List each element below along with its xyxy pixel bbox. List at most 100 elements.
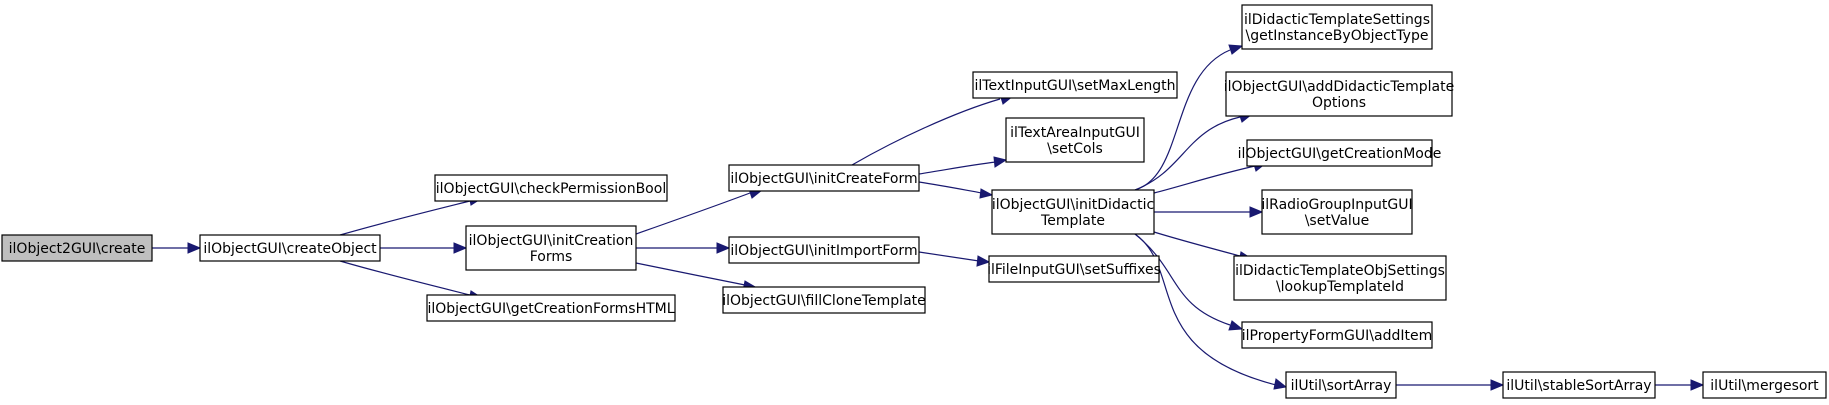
edge-line xyxy=(635,262,746,286)
node-label: \setValue xyxy=(1305,213,1370,229)
node-label: ilPropertyFormGUI\addItem xyxy=(1242,328,1432,344)
node-box xyxy=(1702,371,1827,399)
arrowhead-icon xyxy=(993,156,1008,168)
node-box xyxy=(1225,71,1453,117)
edge-line xyxy=(1134,116,1241,191)
arrowhead-icon xyxy=(453,242,468,254)
arrowhead-icon xyxy=(1228,320,1244,331)
node-label: Options xyxy=(1312,95,1366,111)
node-label: ilObjectGUI\getCreationFormsHTML xyxy=(427,301,674,317)
node-box xyxy=(1241,4,1433,50)
edge-line xyxy=(918,161,997,175)
node-box xyxy=(434,174,668,202)
edges-layer xyxy=(152,44,1705,391)
nodes-layer: ilObject2GUI\create ilObjectGUI\createObj… xyxy=(1,4,1827,399)
arrowhead-icon xyxy=(187,242,202,254)
arrowhead-icon xyxy=(1249,206,1264,218)
node-label: ilTextAreaInputGUI xyxy=(1010,125,1140,141)
node-label: ilObjectGUI\initCreateForm xyxy=(730,171,917,187)
node-box xyxy=(1,234,153,262)
edge-line xyxy=(1134,233,1277,386)
node-n8[interactable]: ilTextInputGUI\setMaxLength xyxy=(972,71,1178,99)
node-label: \getInstanceByObjectType xyxy=(1246,28,1429,44)
node-label: ilRadioGroupInputGUI xyxy=(1261,197,1412,213)
node-n9[interactable]: ilTextAreaInputGUI\setCols xyxy=(1005,117,1145,163)
edge-line xyxy=(1153,165,1256,194)
edge-n10-n15 xyxy=(1154,206,1264,218)
edge-line xyxy=(339,260,471,296)
edge-line xyxy=(851,98,1001,166)
edge-n5-n10 xyxy=(918,181,994,199)
node-label: ilObjectGUI\checkPermissionBool xyxy=(436,181,666,197)
node-label: Forms xyxy=(530,249,573,265)
node-box xyxy=(426,294,676,322)
node-box xyxy=(1261,189,1413,235)
edge-n3-n6 xyxy=(636,242,731,254)
node-box xyxy=(1005,117,1145,163)
node-label: ilObject2GUI\create xyxy=(9,241,146,257)
edge-line xyxy=(635,192,751,235)
node-label: \setCols xyxy=(1047,141,1103,157)
node-n7[interactable]: ilObjectGUI\fillCloneTemplate xyxy=(722,286,926,314)
node-label: ilObjectGUI\createObject xyxy=(203,241,377,257)
edge-n5-n9 xyxy=(918,156,1008,175)
arrowhead-icon xyxy=(979,188,994,199)
edge-line xyxy=(918,251,980,262)
edge-n5-n8 xyxy=(851,93,1015,166)
node-label: Template xyxy=(1040,213,1105,229)
node-box xyxy=(1285,371,1397,399)
edge-line xyxy=(918,181,983,194)
node-n4[interactable]: ilObjectGUI\getCreationFormsHTML xyxy=(426,294,676,322)
edge-n6-n11 xyxy=(918,251,991,267)
node-n5[interactable]: ilObjectGUI\initCreateForm xyxy=(728,164,920,192)
arrowhead-icon xyxy=(1490,379,1505,391)
node-n15[interactable]: ilRadioGroupInputGUI\setValue xyxy=(1261,189,1413,235)
node-n19[interactable]: ilUtil\stableSortArray xyxy=(1502,371,1656,399)
node-label: ilUtil\mergesort xyxy=(1710,378,1819,394)
node-n11[interactable]: ilFileInputGUI\setSuffixes xyxy=(987,255,1161,283)
node-n2[interactable]: ilObjectGUI\checkPermissionBool xyxy=(434,174,668,202)
arrowhead-icon xyxy=(1690,379,1705,391)
edge-line xyxy=(1153,231,1241,257)
node-label: \lookupTemplateId xyxy=(1276,279,1404,295)
node-label: ilUtil\stableSortArray xyxy=(1506,378,1651,394)
node-box xyxy=(465,225,637,271)
node-label: ilObjectGUI\fillCloneTemplate xyxy=(722,293,926,309)
node-n6[interactable]: ilObjectGUI\initImportForm xyxy=(728,236,920,264)
node-box xyxy=(972,71,1178,99)
node-label: ilFileInputGUI\setSuffixes xyxy=(987,262,1161,278)
node-n14[interactable]: ilObjectGUI\getCreationMode xyxy=(1238,139,1442,167)
node-box xyxy=(991,189,1155,235)
edge-n19-n20 xyxy=(1655,379,1705,391)
node-box xyxy=(1246,139,1433,167)
edge-n18-n19 xyxy=(1396,379,1505,391)
arrowhead-icon xyxy=(1273,378,1288,390)
node-box xyxy=(722,286,926,314)
node-label: ilObjectGUI\initCreation xyxy=(469,233,634,249)
arrowhead-icon xyxy=(1228,44,1244,55)
node-label: ilObjectGUI\initDidactic xyxy=(992,197,1154,213)
node-n20[interactable]: ilUtil\mergesort xyxy=(1702,371,1827,399)
node-box xyxy=(1233,255,1447,301)
node-label: ilDidacticTemplateObjSettings xyxy=(1235,263,1445,279)
node-n17[interactable]: ilPropertyFormGUI\addItem xyxy=(1241,321,1433,349)
node-box xyxy=(728,164,920,192)
node-box xyxy=(1241,321,1433,349)
node-box xyxy=(1502,371,1656,399)
node-label: ilObjectGUI\initImportForm xyxy=(730,243,917,259)
edge-n0-n1 xyxy=(152,242,202,254)
node-label: ilObjectGUI\addDidacticTemplate xyxy=(1224,79,1454,95)
node-n1[interactable]: ilObjectGUI\createObject xyxy=(199,234,381,262)
edge-line xyxy=(1134,49,1231,191)
node-n0[interactable]: ilObject2GUI\create xyxy=(1,234,153,262)
node-label: ilUtil\sortArray xyxy=(1291,378,1392,394)
node-n18[interactable]: ilUtil\sortArray xyxy=(1285,371,1397,399)
node-box xyxy=(199,234,381,262)
node-label: ilTextInputGUI\setMaxLength xyxy=(975,78,1176,94)
node-n12[interactable]: ilDidacticTemplateSettings\getInstanceBy… xyxy=(1241,4,1433,50)
node-n16[interactable]: ilDidacticTemplateObjSettings\lookupTemp… xyxy=(1233,255,1447,301)
